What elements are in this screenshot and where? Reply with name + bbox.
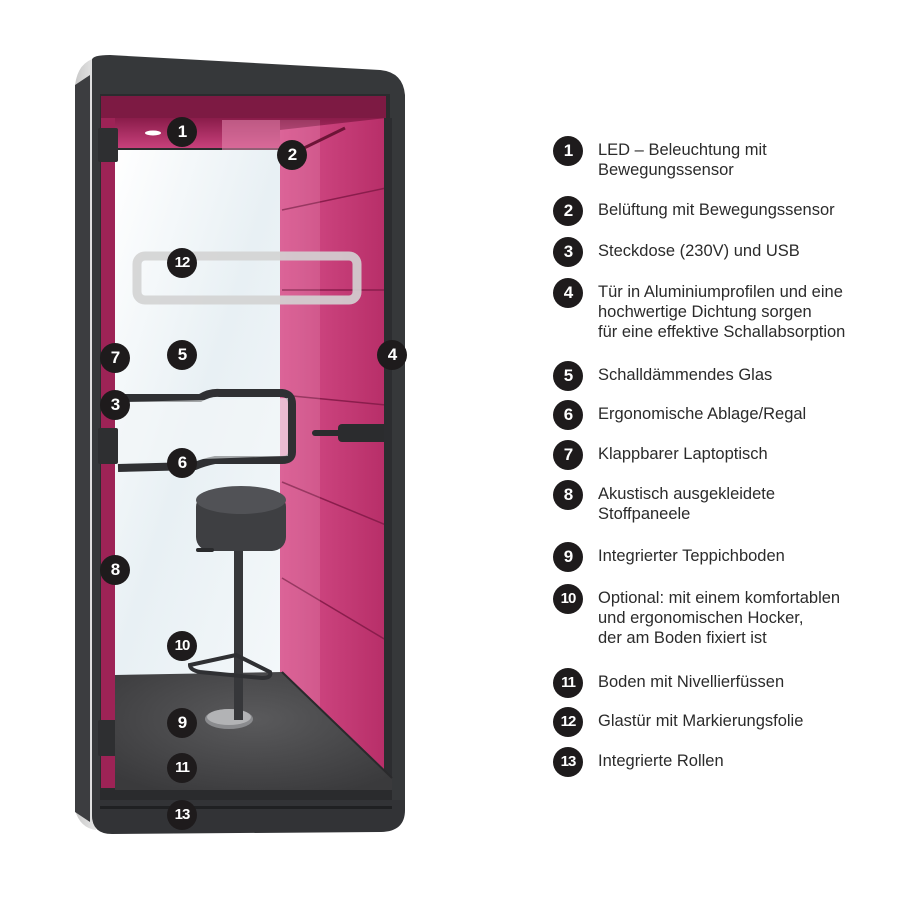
marker-1: 1: [167, 117, 197, 147]
legend-text-1: LED – Beleuchtung mit Bewegungssensor: [598, 141, 767, 179]
marker-6: 6: [167, 448, 197, 478]
marker-13: 13: [167, 800, 197, 830]
legend-badge-5: 5: [553, 361, 583, 391]
legend-text-5: Schalldämmendes Glas: [598, 366, 773, 384]
legend-item-1: 1 LED – Beleuchtung mit Bewegungssensor: [553, 136, 767, 180]
legend-text-12: Glastür mit Markierungsfolie: [598, 712, 804, 730]
legend-text-11: Boden mit Nivellierfüssen: [598, 673, 785, 691]
legend-item-2: 2 Belüftung mit Bewegungssensor: [553, 196, 835, 226]
marker-4: 4: [377, 340, 407, 370]
legend-item-11: 11 Boden mit Nivellierfüssen: [553, 668, 784, 698]
legend-text-9: Integrierter Teppichboden: [598, 547, 785, 565]
marker-11: 11: [167, 753, 197, 783]
legend-badge-8: 8: [553, 480, 583, 510]
legend-item-10: 10 Optional: mit einem komfortablen und …: [553, 584, 840, 648]
legend-item-12: 12 Glastür mit Markierungsfolie: [553, 707, 803, 737]
legend-item-13: 13 Integrierte Rollen: [553, 747, 724, 777]
legend-text-3: Steckdose (230V) und USB: [598, 242, 800, 260]
legend-badge-11: 11: [553, 668, 583, 698]
marker-3: 3: [100, 390, 130, 420]
legend-item-9: 9 Integrierter Teppichboden: [553, 542, 785, 572]
legend-item-3: 3 Steckdose (230V) und USB: [553, 237, 800, 267]
legend-text-4: Tür in Aluminiumprofilen und eine hochwe…: [598, 283, 846, 341]
legend-badge-7: 7: [553, 440, 583, 470]
legend-text-10: Optional: mit einem komfortablen und erg…: [598, 589, 841, 647]
legend-text-7: Klappbarer Laptoptisch: [598, 445, 768, 463]
legend-badge-13: 13: [553, 747, 583, 777]
legend-item-7: 7 Klappbarer Laptoptisch: [553, 440, 768, 470]
legend-badge-6: 6: [553, 400, 583, 430]
legend-badge-10: 10: [553, 584, 583, 614]
marker-12: 12: [167, 248, 197, 278]
legend-text-2: Belüftung mit Bewegungssensor: [598, 201, 835, 219]
legend-badge-2: 2: [553, 196, 583, 226]
legend-badge-1: 1: [553, 136, 583, 166]
marker-10: 10: [167, 631, 197, 661]
legend-badge-12: 12: [553, 707, 583, 737]
legend-item-4: 4 Tür in Aluminiumprofilen und eine hoch…: [553, 278, 845, 342]
marker-7: 7: [100, 343, 130, 373]
legend-badge-3: 3: [553, 237, 583, 267]
legend-item-8: 8 Akustisch ausgekleidete Stoffpaneele: [553, 480, 775, 524]
marker-9: 9: [167, 708, 197, 738]
marker-8: 8: [100, 555, 130, 585]
marker-2: 2: [277, 140, 307, 170]
marker-5: 5: [167, 340, 197, 370]
legend-text-6: Ergonomische Ablage/Regal: [598, 405, 807, 423]
legend-badge-4: 4: [553, 278, 583, 308]
legend-item-5: 5 Schalldämmendes Glas: [553, 361, 772, 391]
legend-item-6: 6 Ergonomische Ablage/Regal: [553, 400, 806, 430]
legend-text-13: Integrierte Rollen: [598, 752, 724, 770]
legend-badge-9: 9: [553, 542, 583, 572]
legend-text-8: Akustisch ausgekleidete Stoffpaneele: [598, 485, 776, 523]
